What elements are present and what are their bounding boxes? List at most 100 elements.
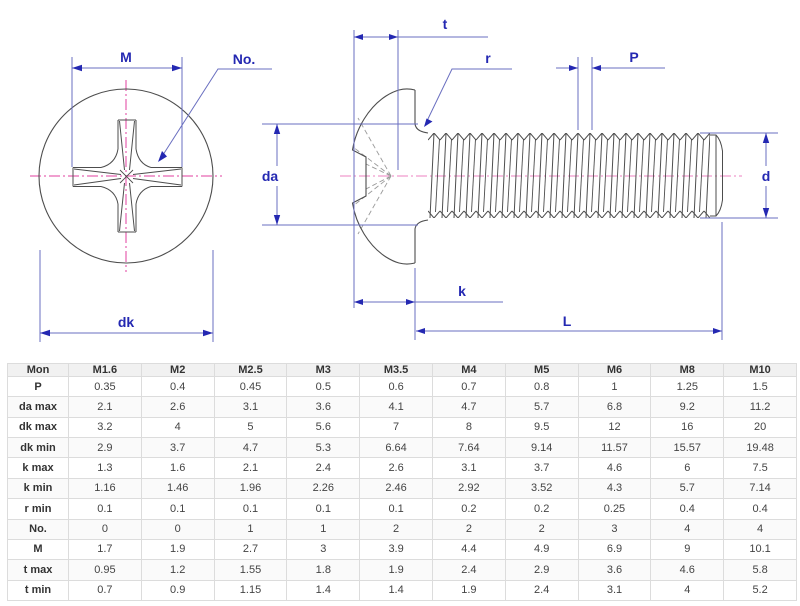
row-header: dk max xyxy=(7,416,69,439)
table-cell: 9.2 xyxy=(650,396,725,418)
table-cell: 1.4 xyxy=(359,579,433,602)
table-cell: 9.5 xyxy=(504,416,579,439)
table-cell: 0.2 xyxy=(431,498,506,520)
table-cell: 0.5 xyxy=(286,376,361,398)
table-cell: 2.1 xyxy=(213,457,288,479)
table-cell: 2.92 xyxy=(431,477,506,500)
table-cell: 5.7 xyxy=(650,477,725,500)
table-cell: 9.14 xyxy=(504,437,579,459)
table-cell: 0.4 xyxy=(723,498,797,520)
table-cell: 1.2 xyxy=(140,559,215,581)
leader-no: No. xyxy=(158,51,272,162)
table-cell: 4 xyxy=(723,518,797,540)
table-cell: 5.7 xyxy=(504,396,579,418)
table-cell: 4.3 xyxy=(577,477,652,500)
table-cell: 2.6 xyxy=(359,457,433,479)
column-header: M3.5 xyxy=(359,362,433,378)
table-cell: 19.48 xyxy=(723,437,797,459)
table-cell: 2.4 xyxy=(431,559,506,581)
table-cell: 1 xyxy=(213,518,288,540)
table-cell: 4 xyxy=(650,579,725,602)
table-cell: 10.1 xyxy=(723,538,797,561)
table-cell: 1.5 xyxy=(723,376,797,398)
table-cell: 0.7 xyxy=(68,579,142,602)
table-cell: 4 xyxy=(140,416,215,439)
head-outline-circle xyxy=(38,88,214,264)
d-label: d xyxy=(762,168,771,184)
table-cell: 0.6 xyxy=(359,376,433,398)
table-cell: 15.57 xyxy=(650,437,725,459)
table-cell: 1.8 xyxy=(286,559,361,581)
column-header: M4 xyxy=(431,362,506,378)
row-header: t min xyxy=(7,579,69,602)
r-label: r xyxy=(485,50,491,66)
m-label: M xyxy=(120,49,132,65)
table-cell: 4.6 xyxy=(650,559,725,581)
table-cell: 0.35 xyxy=(68,376,142,398)
dimension-t: t xyxy=(353,16,488,308)
row-header: No. xyxy=(7,518,69,540)
table-cell: 1 xyxy=(577,376,652,398)
screw-tip xyxy=(710,134,723,217)
table-cell: 5.6 xyxy=(286,416,361,439)
table-cell: 1.9 xyxy=(431,579,506,602)
table-cell: 2 xyxy=(431,518,506,540)
table-cell: 4.4 xyxy=(431,538,506,561)
table-cell: 3.6 xyxy=(577,559,652,581)
table-cell: 1.96 xyxy=(213,477,288,500)
table-cell: 0.45 xyxy=(213,376,288,398)
no-label: No. xyxy=(233,51,256,67)
table-cell: 1.4 xyxy=(286,579,361,602)
column-header: M5 xyxy=(504,362,579,378)
table-cell: 0 xyxy=(140,518,215,540)
row-header: t max xyxy=(7,559,69,581)
table-cell: 0.1 xyxy=(359,498,433,520)
column-header: Mon xyxy=(7,362,69,378)
column-header: M3 xyxy=(286,362,361,378)
table-cell: 6.64 xyxy=(359,437,433,459)
table-cell: 0.8 xyxy=(504,376,579,398)
table-cell: 0.25 xyxy=(577,498,652,520)
table-cell: 1 xyxy=(286,518,361,540)
table-cell: 1.3 xyxy=(68,457,142,479)
table-cell: 11.2 xyxy=(723,396,797,418)
table-cell: 3 xyxy=(577,518,652,540)
table-cell: 2.46 xyxy=(359,477,433,500)
row-header: dk min xyxy=(7,437,69,459)
table-cell: 7.64 xyxy=(431,437,506,459)
row-header: k min xyxy=(7,477,69,500)
t-label: t xyxy=(443,16,448,32)
table-cell: 3.2 xyxy=(68,416,142,439)
table-cell: 16 xyxy=(650,416,725,439)
dimension-r: r xyxy=(424,50,512,127)
dk-label: dk xyxy=(118,314,135,330)
table-cell: 1.6 xyxy=(140,457,215,479)
table-cell: 2.4 xyxy=(504,579,579,602)
table-cell: 4.7 xyxy=(213,437,288,459)
table-cell: 0.4 xyxy=(650,498,725,520)
screw-drawing-svg: M No. dk xyxy=(30,16,778,342)
table-cell: 8 xyxy=(431,416,506,439)
side-view: t r P da d xyxy=(258,16,778,340)
table-cell: 1.9 xyxy=(140,538,215,561)
table-cell: 3 xyxy=(286,538,361,561)
column-header: M6 xyxy=(577,362,652,378)
table-cell: 5.2 xyxy=(723,579,797,602)
row-header: M xyxy=(7,538,69,561)
table-cell: 3.1 xyxy=(577,579,652,602)
table-cell: 3.52 xyxy=(504,477,579,500)
table-cell: 3.9 xyxy=(359,538,433,561)
row-header: r min xyxy=(7,498,69,520)
table-cell: 3.1 xyxy=(213,396,288,418)
table-cell: 0 xyxy=(68,518,142,540)
table-cell: 2.9 xyxy=(504,559,579,581)
